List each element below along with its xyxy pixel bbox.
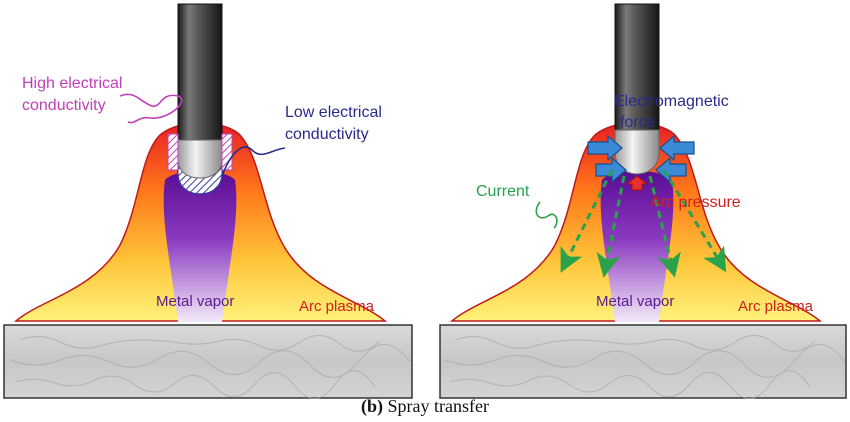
high-conductivity-region-left <box>167 133 179 171</box>
current-arrow-2 <box>596 175 626 278</box>
figure-caption: (b) Spray transfer <box>361 396 489 417</box>
caption-prefix: (b) <box>361 396 383 417</box>
right-panel: Electromagnetic force Current Arc pressu… <box>439 3 847 399</box>
label-arc-plasma-left: Arc plasma <box>299 298 375 315</box>
blue-arrow-upper-left <box>587 134 623 162</box>
label-em-force-2: force <box>620 114 656 131</box>
label-high-conductivity-2: conductivity <box>22 97 106 114</box>
label-metal-vapor-right: Metal vapor <box>596 293 674 310</box>
em-force-arrows <box>587 134 695 184</box>
label-arc-plasma-right: Arc plasma <box>738 298 814 315</box>
label-high-conductivity-1: High electrical <box>22 75 122 92</box>
low-conductivity-leader <box>221 146 286 177</box>
arc-pressure-arrow <box>625 175 649 191</box>
left-panel: High electrical conductivity Low electri… <box>3 3 413 399</box>
blue-arrow-lower-right <box>655 156 687 184</box>
electrode-rod-left <box>177 3 223 143</box>
label-arc-pressure: Arc pressure <box>650 194 741 211</box>
high-conductivity-region-right <box>221 133 233 171</box>
current-leader <box>535 201 558 229</box>
blue-arrow-upper-right <box>659 134 695 162</box>
metal-vapor-left <box>163 171 237 322</box>
label-em-force-1: Electromagnetic <box>614 93 729 110</box>
current-arrow-3 <box>648 175 681 278</box>
label-metal-vapor-left: Metal vapor <box>156 293 234 310</box>
base-plate-right <box>439 324 847 399</box>
current-arrow-1 <box>560 169 614 273</box>
label-low-conductivity-1: Low electrical <box>285 104 382 121</box>
current-arrows <box>560 169 727 278</box>
label-current: Current <box>476 183 530 200</box>
base-plate-left <box>3 324 413 399</box>
plate-texture-right <box>444 335 846 399</box>
caption-text: Spray transfer <box>383 396 489 416</box>
high-conductivity-leader <box>119 93 183 124</box>
electrode-tip-left <box>177 139 223 179</box>
current-arrow-4 <box>662 169 727 273</box>
label-low-conductivity-2: conductivity <box>285 126 369 143</box>
plate-texture-left <box>9 335 411 399</box>
electrode-tip-right <box>614 129 660 175</box>
metal-vapor-right <box>600 171 674 322</box>
